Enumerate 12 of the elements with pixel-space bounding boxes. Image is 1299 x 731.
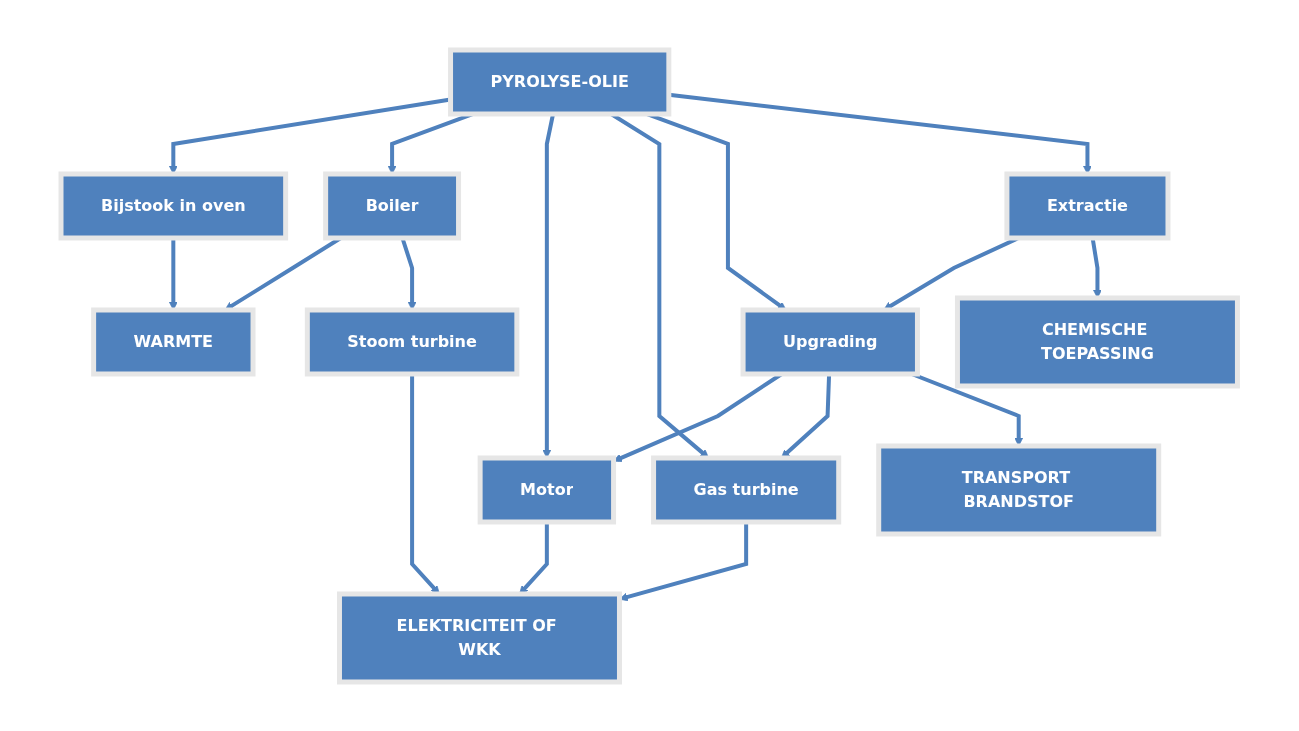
node-box: Stoom turbine	[305, 307, 520, 376]
node-box: WARMTE	[91, 307, 256, 376]
node-box: Motor	[477, 455, 617, 524]
node-box: PYROLYSE-OLIE	[448, 47, 672, 116]
node-box: Boiler	[323, 171, 462, 240]
node-box: Bijstook in oven	[58, 171, 289, 240]
node-box: CHEMISCHE TOEPASSING	[955, 295, 1241, 388]
node-box: ELEKTRICITEIT OF WKK	[337, 591, 623, 684]
node-box: Gas turbine	[651, 455, 842, 524]
node-box: Upgrading	[740, 307, 921, 376]
node-box: TRANSPORT BRANDSTOF	[876, 443, 1162, 536]
node-box: Extractie	[1004, 171, 1171, 240]
